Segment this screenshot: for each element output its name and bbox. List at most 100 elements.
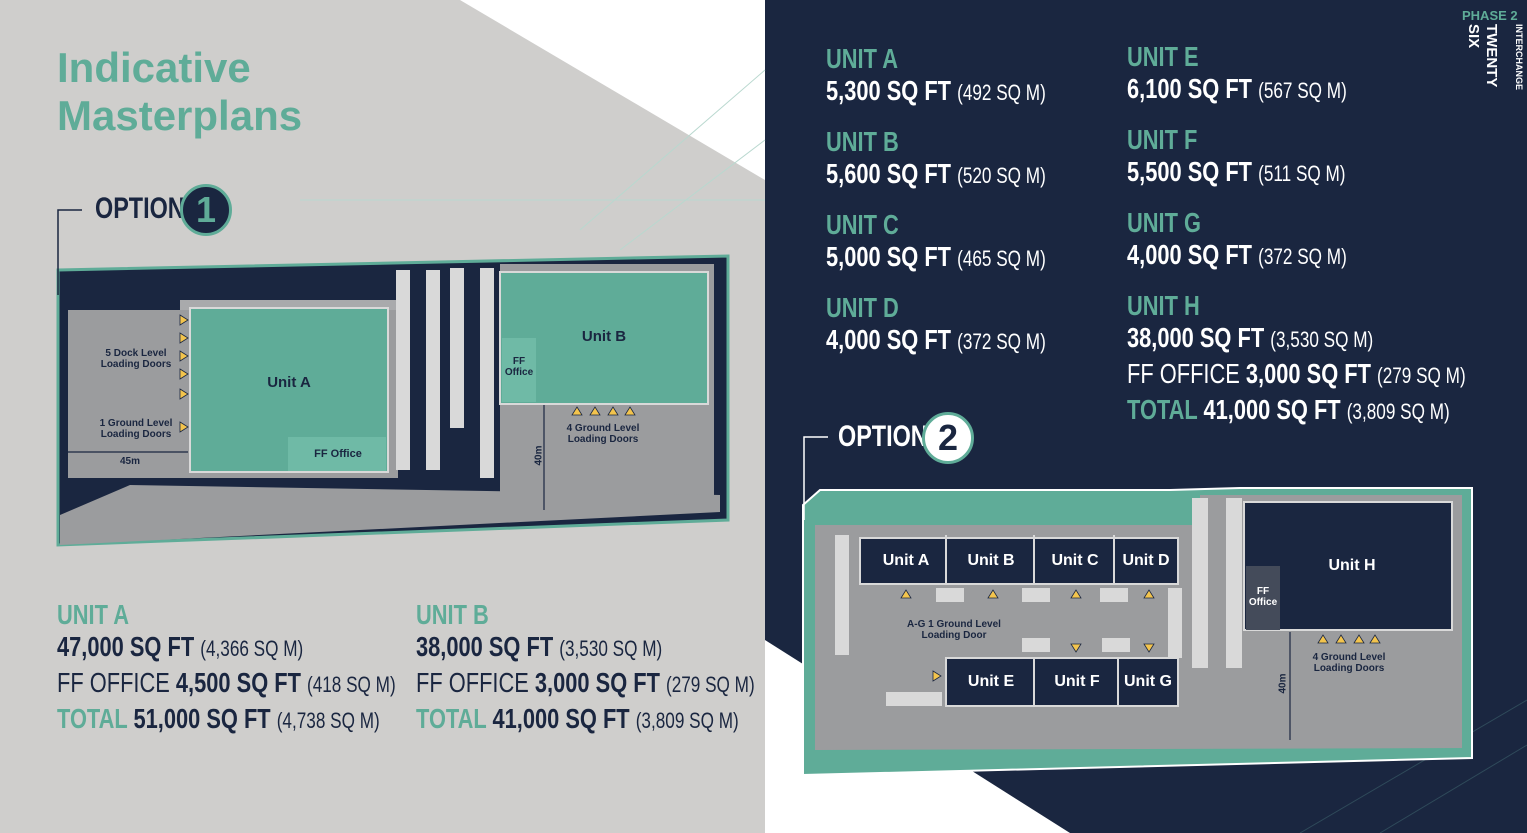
opt2-sched-f-m: (511 SQ M): [1258, 161, 1346, 186]
opt2-sched-h-total: TOTAL 41,000 SQ FT (3,809 SQ M): [1127, 393, 1466, 429]
opt1-dock-doors-line1: 5 Dock Level: [105, 348, 167, 359]
opt1-sched-a-total-ft: 51,000 SQ FT: [133, 703, 271, 734]
opt2-unit-b-label: Unit B: [967, 552, 1015, 569]
opt2-sched-h-ft: 38,000 SQ FT: [1127, 322, 1265, 353]
opt2-sched-c-area: 5,000 SQ FT (465 SQ M): [826, 240, 1046, 276]
opt2-schedule-right: UNIT E 6,100 SQ FT (567 SQ M) UNIT F 5,5…: [1127, 42, 1527, 429]
opt2-sched-g-name: UNIT G: [1127, 207, 1202, 238]
opt2-unit-d-label: Unit D: [1122, 552, 1170, 569]
opt2-h-doors-line1: 4 Ground Level: [1312, 652, 1386, 663]
opt1-dock-doors-label: 5 Dock Level Loading Doors: [90, 348, 182, 370]
opt2-unit-e-label: Unit E: [967, 673, 1015, 690]
opt1-dim-45m: 45m: [119, 456, 140, 467]
opt2-unit-f-label: Unit F: [1054, 673, 1100, 690]
opt1-sched-a-total: TOTAL 51,000 SQ FT (4,738 SQ M): [57, 702, 396, 738]
opt2-sched-f-name: UNIT F: [1127, 124, 1198, 155]
brand-phase: PHASE 2: [1462, 8, 1518, 23]
opt1-sched-b-total-ft: 41,000 SQ FT: [492, 703, 630, 734]
opt1-sched-b-office-m: (279 SQ M): [666, 672, 755, 697]
opt1-ff-office-b-line1: FF: [512, 356, 526, 367]
brand-logo: PHASE 2 TWENTY SIX INTERCHANGE: [1460, 8, 1526, 90]
option2-site-plan: [802, 487, 1473, 777]
opt2-unit-g-label: Unit G: [1124, 673, 1172, 690]
opt1-sched-b-area-ft: 38,000 SQ FT: [416, 631, 554, 662]
opt1-ff-office-b-line2: Office: [504, 367, 534, 378]
opt2-sched-h-name: UNIT H: [1127, 290, 1200, 321]
page-title: Indicative Masterplans: [57, 44, 302, 140]
opt2-ag-doors-label: A-G 1 Ground Level Loading Door: [894, 619, 1014, 641]
opt2-sched-a-m: (492 SQ M): [957, 80, 1046, 105]
opt2-sched-e-ft: 6,100 SQ FT: [1127, 73, 1253, 104]
opt2-sched-e-m: (567 SQ M): [1258, 78, 1347, 103]
opt2-sched-unit-g: UNIT G 4,000 SQ FT (372 SQ M): [1127, 208, 1527, 291]
title-line-1: Indicative: [57, 44, 251, 91]
opt2-sched-b-m: (520 SQ M): [957, 163, 1046, 188]
opt1-sched-b-area: 38,000 SQ FT (3,530 SQ M): [416, 630, 755, 666]
opt1-dock-doors-line2: Loading Doors: [100, 359, 172, 370]
opt2-sched-d-m: (372 SQ M): [957, 329, 1046, 354]
opt2-sched-h-office-prefix: FF OFFICE: [1127, 358, 1240, 389]
opt2-sched-unit-a: UNIT A 5,300 SQ FT (492 SQ M): [826, 44, 1108, 127]
opt2-sched-b-ft: 5,600 SQ FT: [826, 158, 952, 189]
opt2-h-doors-label: 4 Ground Level Loading Doors: [1304, 652, 1394, 674]
opt1-unit-a-label: Unit A: [267, 374, 311, 391]
opt2-unit-c-label: Unit C: [1051, 552, 1099, 569]
opt1-ff-office-a: FF Office: [314, 448, 362, 460]
opt1-ground-door-label: 1 Ground Level Loading Doors: [88, 418, 184, 440]
option2-label: OPTION: [838, 420, 928, 453]
opt2-dim-40m: 40m: [1277, 673, 1289, 694]
opt2-sched-d-name: UNIT D: [826, 292, 899, 323]
opt1-sched-a-office: FF OFFICE 4,500 SQ FT (418 SQ M): [57, 666, 396, 702]
opt1-dim-40m: 40m: [533, 445, 545, 466]
opt2-h-doors-line2: Loading Doors: [1313, 663, 1385, 674]
opt1-sched-a-name: UNIT A: [57, 599, 129, 630]
opt2-sched-h-total-ft: 41,000 SQ FT: [1203, 394, 1341, 425]
opt2-sched-c-ft: 5,000 SQ FT: [826, 241, 952, 272]
opt2-sched-h-m: (3,530 SQ M): [1270, 327, 1374, 352]
opt2-sched-unit-c: UNIT C 5,000 SQ FT (465 SQ M): [826, 210, 1108, 293]
opt2-sched-d-ft: 4,000 SQ FT: [826, 324, 952, 355]
opt2-unit-a-label: Unit A: [882, 552, 930, 569]
opt2-unit-h-label: Unit H: [1328, 557, 1376, 574]
opt1-schedule-unit-a: UNIT A 47,000 SQ FT (4,366 SQ M) FF OFFI…: [57, 600, 491, 738]
opt2-sched-unit-h: UNIT H 38,000 SQ FT (3,530 SQ M) FF OFFI…: [1127, 291, 1527, 429]
opt1-sched-a-area-m: (4,366 SQ M): [200, 636, 304, 661]
opt1-ff-office-b: FF Office: [502, 356, 536, 378]
opt2-sched-unit-b: UNIT B 5,600 SQ FT (520 SQ M): [826, 127, 1108, 210]
opt1-sched-b-name: UNIT B: [416, 599, 489, 630]
opt1-sched-b-total: TOTAL 41,000 SQ FT (3,809 SQ M): [416, 702, 755, 738]
opt1-ground-doors-b-line1: 4 Ground Level: [566, 423, 640, 434]
opt2-sched-b-area: 5,600 SQ FT (520 SQ M): [826, 157, 1046, 193]
opt2-sched-g-ft: 4,000 SQ FT: [1127, 239, 1253, 270]
opt1-unit-b-label: Unit B: [581, 328, 627, 345]
opt1-sched-a-total-prefix: TOTAL: [57, 703, 128, 734]
opt2-sched-a-area: 5,300 SQ FT (492 SQ M): [826, 74, 1046, 110]
opt2-sched-f-ft: 5,500 SQ FT: [1127, 156, 1253, 187]
opt2-ff-office-line2: Office: [1248, 597, 1278, 608]
opt1-sched-a-total-m: (4,738 SQ M): [276, 708, 380, 733]
opt2-sched-b-name: UNIT B: [826, 126, 899, 157]
opt2-sched-unit-e: UNIT E 6,100 SQ FT (567 SQ M): [1127, 42, 1527, 125]
opt2-sched-d-area: 4,000 SQ FT (372 SQ M): [826, 323, 1046, 359]
opt2-sched-h-office: FF OFFICE 3,000 SQ FT (279 SQ M): [1127, 357, 1466, 393]
opt1-sched-b-total-prefix: TOTAL: [416, 703, 487, 734]
opt2-sched-unit-d: UNIT D 4,000 SQ FT (372 SQ M): [826, 293, 1108, 376]
opt1-ground-doors-b-label: 4 Ground Level Loading Doors: [558, 423, 648, 445]
opt1-sched-a-office-prefix: FF OFFICE: [57, 667, 170, 698]
opt2-schedule-left: UNIT A 5,300 SQ FT (492 SQ M) UNIT B 5,6…: [826, 44, 1108, 376]
opt1-sched-a-office-ft: 4,500 SQ FT: [175, 667, 301, 698]
opt2-sched-h-office-ft: 3,000 SQ FT: [1245, 358, 1371, 389]
opt2-ff-office: FF Office: [1246, 586, 1280, 608]
opt1-sched-a-area: 47,000 SQ FT (4,366 SQ M): [57, 630, 396, 666]
opt2-sched-a-name: UNIT A: [826, 43, 898, 74]
opt2-sched-c-m: (465 SQ M): [957, 246, 1046, 271]
opt2-sched-h-total-prefix: TOTAL: [1127, 394, 1198, 425]
opt1-ground-doors-b-line2: Loading Doors: [567, 434, 639, 445]
opt1-sched-a-area-ft: 47,000 SQ FT: [57, 631, 195, 662]
opt2-ag-doors-line2: Loading Door: [921, 630, 987, 641]
opt1-ground-door-line1: 1 Ground Level: [99, 418, 173, 429]
option1-site-plan: [56, 254, 730, 547]
opt1-sched-a-office-m: (418 SQ M): [307, 672, 396, 697]
opt1-sched-b-total-m: (3,809 SQ M): [635, 708, 739, 733]
